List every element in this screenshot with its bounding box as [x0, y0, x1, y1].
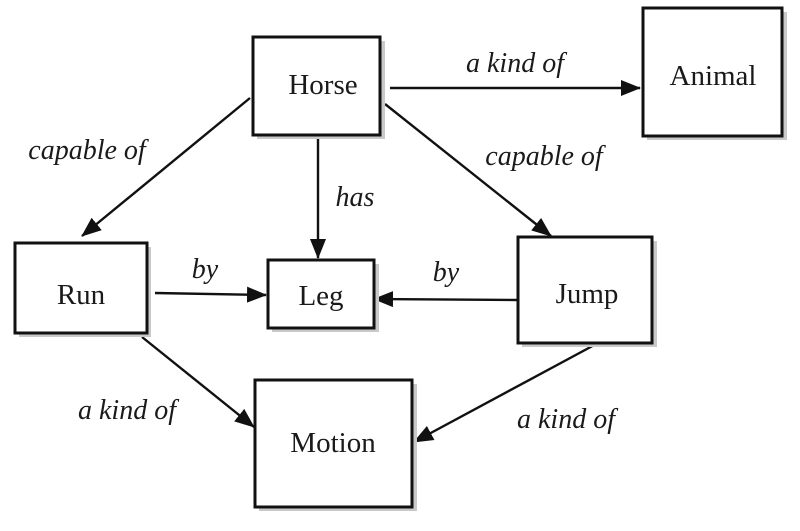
node-run-label: Run — [57, 279, 106, 311]
edge-horse-run — [81, 97, 251, 237]
label-run-leg: by — [192, 254, 219, 285]
node-jump-label: Jump — [556, 278, 619, 310]
node-motion-label: Motion — [290, 427, 376, 459]
node-animal-label: Animal — [670, 60, 757, 92]
node-leg-box — [266, 258, 376, 330]
node-leg: Leg — [266, 258, 379, 332]
node-run-box — [13, 241, 149, 335]
node-motion: Motion — [253, 378, 417, 511]
edge-jump-leg — [373, 291, 520, 308]
edge-labels: a kind of capable of has capable of by b… — [28, 48, 618, 435]
label-jump-leg: by — [433, 257, 460, 288]
label-horse-jump: capable of — [485, 141, 606, 172]
node-horse-box — [251, 35, 382, 137]
label-horse-leg: has — [336, 182, 375, 213]
edge-horse-jump — [384, 103, 552, 237]
label-jump-motion: a kind of — [517, 404, 618, 435]
edge-jump-motion — [413, 341, 599, 444]
label-horse-run: capable of — [28, 135, 149, 166]
node-animal-box — [641, 6, 784, 138]
node-animal: Animal — [641, 6, 787, 140]
label-run-motion: a kind of — [78, 395, 179, 426]
node-horse: Horse — [251, 35, 385, 139]
edge-run-motion — [141, 336, 255, 428]
edges — [81, 80, 641, 444]
label-horse-animal: a kind of — [466, 48, 567, 79]
node-leg-label: Leg — [298, 280, 343, 312]
node-run: Run — [13, 241, 151, 337]
edge-run-leg — [154, 286, 267, 303]
node-motion-box — [253, 378, 414, 509]
node-jump-box — [516, 235, 654, 345]
node-jump: Jump — [516, 235, 657, 347]
node-horse-label: Horse — [288, 69, 357, 101]
